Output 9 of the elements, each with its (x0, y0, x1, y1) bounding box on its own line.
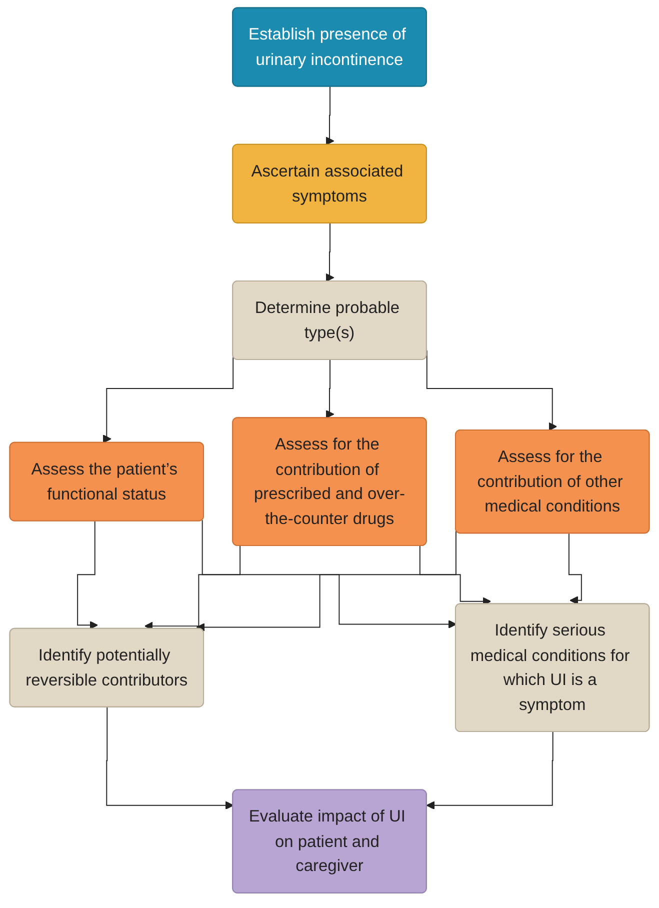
arrow (419, 546, 492, 606)
arrow (426, 732, 554, 810)
arrow (106, 706, 234, 810)
arrow (326, 359, 334, 418)
arrow (144, 546, 241, 630)
arrow (568, 533, 582, 605)
arrow (326, 86, 334, 146)
arrow (326, 222, 334, 282)
arrow (77, 520, 98, 630)
